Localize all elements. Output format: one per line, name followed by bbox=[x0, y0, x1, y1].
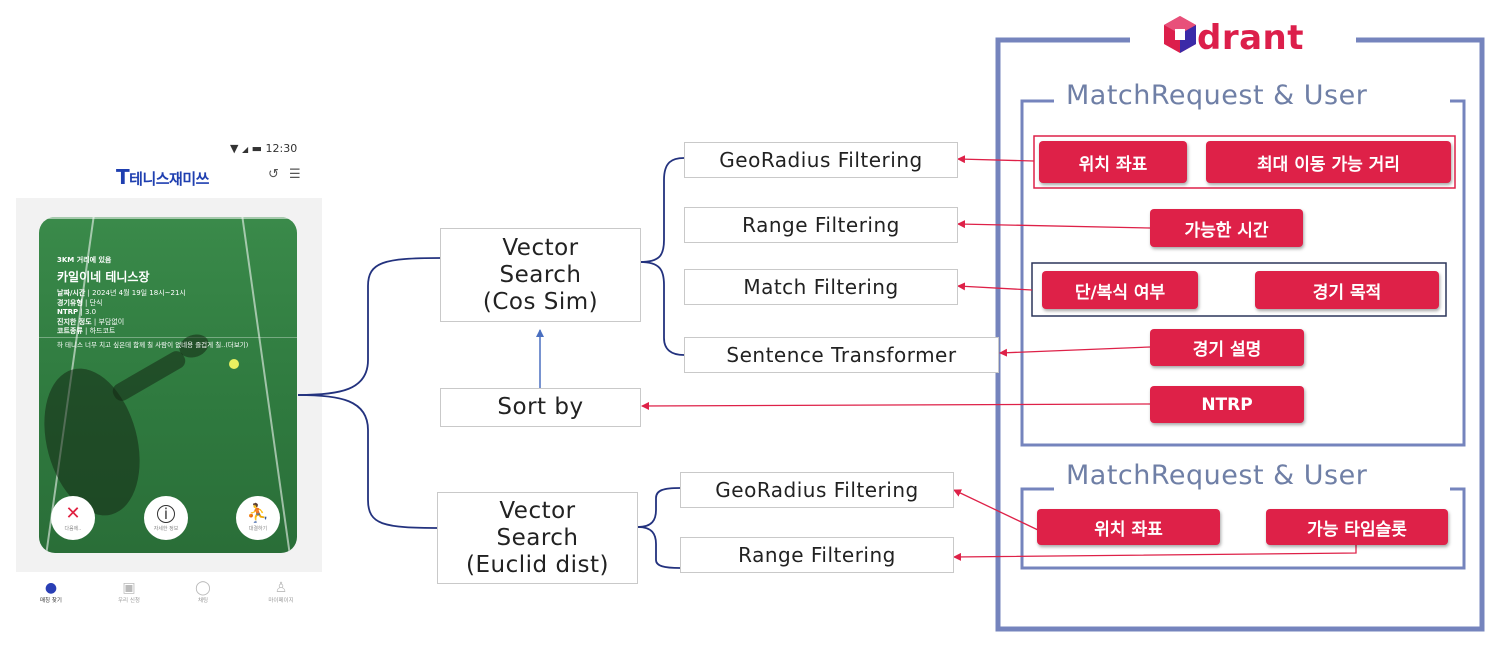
status-time: 12:30 bbox=[265, 142, 298, 155]
pill-time-slot: 가능 타임슬롯 bbox=[1266, 509, 1448, 545]
sentence-transformer-box: Sentence Transformer bbox=[684, 337, 999, 373]
pill-max-distance: 최대 이동 가능 거리 bbox=[1206, 141, 1451, 183]
detail-row: 경기유형 | 단식 bbox=[57, 298, 103, 307]
brace-euclid bbox=[637, 487, 681, 528]
pill-group-location bbox=[1033, 135, 1456, 189]
pill-available-time: 가능한 시간 bbox=[1150, 209, 1303, 247]
brand-name: 테니스재미쓰 bbox=[129, 170, 209, 188]
arrow-match-filter bbox=[957, 282, 1033, 291]
arrow-location-geo bbox=[957, 155, 1035, 164]
match-filter-box: Match Filtering bbox=[684, 269, 958, 305]
detail-row: 진지한 정도 | 부담없이 bbox=[57, 317, 125, 326]
detail-row: NTRP | 3.0 bbox=[57, 308, 97, 316]
pill-single-double: 단/복식 여부 bbox=[1042, 271, 1198, 309]
arrow-ntrp-sort bbox=[641, 401, 1151, 410]
battery-icon: ▬ bbox=[251, 142, 263, 155]
sort-by-box: Sort by bbox=[440, 388, 641, 427]
signal-icon: ◢ bbox=[241, 145, 249, 154]
tab-match-find[interactable]: ● 매칭 찾기 bbox=[16, 580, 86, 604]
georadius-filter-box: GeoRadius Filtering bbox=[684, 142, 958, 178]
close-icon: ✕ bbox=[65, 502, 81, 524]
tennis-ball bbox=[229, 359, 239, 369]
pill-match-purpose: 경기 목적 bbox=[1255, 271, 1439, 309]
qdrant-frame bbox=[995, 37, 1485, 632]
pill-ntrp: NTRP bbox=[1150, 386, 1304, 423]
bottom-tab-bar: ● 매칭 찾기 ▣ 우리 신청 ◯ 채팅 ♙ 마이페이지 bbox=[16, 574, 322, 614]
tennis-ball-icon: ● bbox=[44, 580, 58, 596]
qdrant-logo-icon bbox=[1164, 16, 1196, 53]
tab-chat[interactable]: ◯ 채팅 bbox=[168, 580, 238, 604]
chat-icon: ◯ bbox=[195, 580, 211, 596]
skip-button[interactable]: ✕ 다음에.. bbox=[51, 496, 95, 540]
group1-title: MatchRequest & User bbox=[1054, 80, 1380, 111]
brace-cos bbox=[639, 157, 685, 263]
challenge-button[interactable]: ⛹ 대결하기 bbox=[236, 496, 280, 540]
group1-frame bbox=[1020, 99, 1466, 447]
range-filter-box: Range Filtering bbox=[684, 207, 958, 243]
matches-icon: ▣ bbox=[122, 580, 136, 596]
pill-match-description: 경기 설명 bbox=[1150, 329, 1304, 366]
arrow-slot-range bbox=[953, 545, 1357, 561]
vector-search-cos-box: Vector Search (Cos Sim) bbox=[440, 228, 641, 322]
status-bar: ▼ ◢ ▬ 12:30 bbox=[230, 142, 297, 155]
person-icon: ♙ bbox=[274, 580, 288, 596]
app-logo: T테니스재미쓰 bbox=[116, 165, 209, 189]
card-distance: 3KM 거리에 있음 bbox=[57, 256, 112, 264]
georadius-filter-box-2: GeoRadius Filtering bbox=[680, 472, 954, 508]
group2-title: MatchRequest & User bbox=[1054, 460, 1380, 491]
wifi-icon: ▼ bbox=[230, 142, 239, 155]
tennis-player-icon: ⛹ bbox=[246, 502, 270, 524]
vector-search-euclid-box: Vector Search (Euclid dist) bbox=[437, 492, 638, 584]
arrow-time-range bbox=[957, 220, 1151, 229]
card-title: 카일이네 테니스장 bbox=[57, 270, 150, 284]
arrow-location2-geo bbox=[953, 489, 1039, 531]
brace-main bbox=[297, 257, 441, 396]
history-icon[interactable]: ↺ bbox=[268, 167, 279, 182]
range-filter-box-2: Range Filtering bbox=[680, 537, 954, 573]
card-description: 하 테니스 너무 치고 싶은데 함께 칠 사람이 없네용 즐겁게 칠..(더보기… bbox=[57, 341, 249, 349]
match-card[interactable]: 3KM 거리에 있음 카일이네 테니스장 날짜/시간 | 2024년 4월 19… bbox=[39, 217, 297, 553]
arrow-desc-sentence bbox=[999, 346, 1151, 357]
tab-mypage[interactable]: ♙ 마이페이지 bbox=[246, 580, 316, 604]
info-icon: i bbox=[157, 504, 175, 523]
card-details: 날짜/시간 | 2024년 4월 19일 18시~21시 경기유형 | 단식 N… bbox=[57, 289, 186, 337]
header-icons: ↺ ☰ bbox=[268, 167, 301, 182]
qdrant-logo-text: drant bbox=[1197, 18, 1305, 58]
detail-row: 날짜/시간 | 2024년 4월 19일 18시~21시 bbox=[57, 289, 186, 297]
detail-row: 코트종류 | 하드코트 bbox=[57, 327, 116, 335]
filter-icon[interactable]: ☰ bbox=[289, 167, 301, 182]
pill-location: 위치 좌표 bbox=[1039, 141, 1187, 183]
tab-my-requests[interactable]: ▣ 우리 신청 bbox=[94, 580, 164, 604]
pill-location-2: 위치 좌표 bbox=[1037, 509, 1220, 545]
brand-prefix: T bbox=[116, 165, 130, 189]
group2-frame bbox=[1020, 487, 1466, 570]
info-button[interactable]: i 자세한 정보 bbox=[144, 496, 188, 540]
